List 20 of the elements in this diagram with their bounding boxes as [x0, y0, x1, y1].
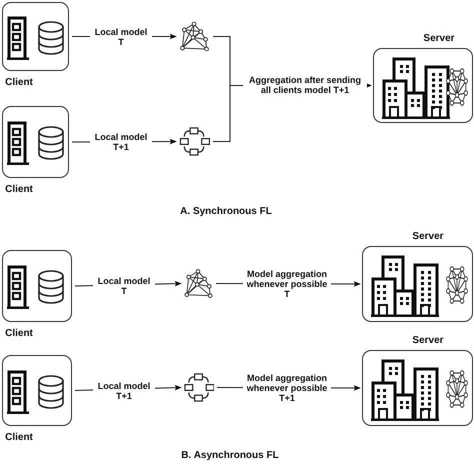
network-icon: [183, 373, 214, 402]
node-label: Server: [411, 335, 445, 346]
edge-label: Aggregation after sending all clients model T+1: [243, 75, 367, 95]
edge-label: Model aggregation whenever possible T+1: [243, 372, 331, 402]
edge-label: Model aggregation whenever possible T: [243, 268, 331, 298]
network-icon: [183, 268, 213, 299]
network-icon: [178, 127, 210, 156]
edge-label: Local model T+1: [90, 132, 152, 152]
network-icon: [178, 22, 210, 51]
node-label: Client: [4, 432, 34, 443]
edge-label: Local model T: [90, 26, 152, 46]
node-label: Client: [4, 328, 34, 339]
caption: B. Asynchronous FL: [181, 450, 279, 461]
node-label: Client: [4, 77, 34, 88]
node-label: Server: [411, 231, 445, 242]
edge-label: Local model T+1: [93, 380, 155, 400]
edge-label: Local model T: [93, 276, 155, 296]
node-label: Client: [4, 184, 34, 195]
caption: A. Synchronous FL: [180, 206, 272, 217]
node-label: Server: [422, 33, 456, 44]
